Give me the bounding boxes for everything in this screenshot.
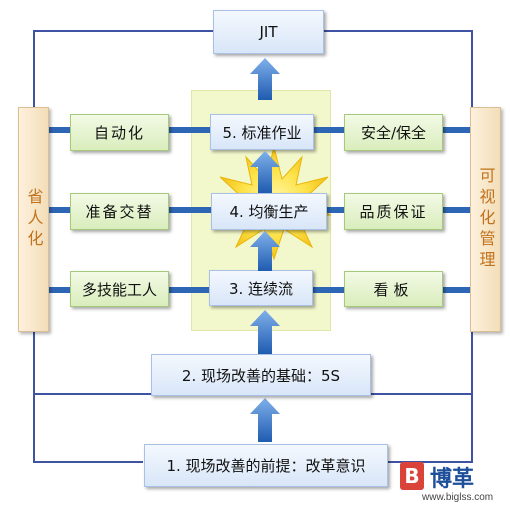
left-box-label: 准备交替 [85,203,154,221]
logo-name: 博革 [430,467,475,492]
jit-box: JIT [213,10,324,54]
right-pillar-label: 可视化管理 [476,167,496,272]
left-pillar-label: 省人化 [24,188,44,251]
frame-bottom-left-line [33,461,143,463]
right-pillar: 可视化管理 [470,107,501,332]
base-box-label: 2. 现场改善的基础：5S [181,366,341,385]
center-box-continuous-flow: 3. 连续流 [209,270,313,306]
frame-mid-right-line [370,393,473,395]
arrow-up-icon [250,58,280,100]
center-box-standard-work: 5. 标准作业 [210,114,314,150]
frame-mid-left-line [33,393,151,395]
right-box-label: 安全/保全 [360,124,427,142]
center-box-leveling: 4. 均衡生产 [211,193,327,230]
left-box-label: 自动化 [93,124,145,142]
base-box-awareness: 1. 现场改善的前提：改革意识 [144,444,388,487]
left-box-label: 多技能工人 [81,280,157,299]
right-box-quality: 品质保证 [344,193,443,230]
right-box-kanban: 看板 [344,271,443,307]
arrow-up-icon [250,231,280,271]
left-box-multiskill: 多技能工人 [70,271,169,307]
logo-url: www.biglss.com [422,492,494,503]
frame-bottom-right-line [388,461,473,463]
right-box-label: 品质保证 [359,203,428,221]
logo: B 博革 www.biglss.com [398,459,506,505]
arrow-up-icon [250,151,280,193]
left-box-autonomation: 自动化 [70,114,169,151]
base-box-label: 1. 现场改善的前提：改革意识 [166,457,366,475]
center-box-label: 5. 标准作业 [222,123,302,142]
left-box-changeover: 准备交替 [70,193,169,230]
right-box-label: 看板 [373,280,414,299]
arrow-up-icon [250,310,280,354]
center-box-label: 3. 连续流 [228,279,294,298]
arrow-up-icon [250,398,280,442]
center-box-label: 4. 均衡生产 [229,203,309,221]
left-pillar: 省人化 [18,107,49,332]
base-box-5s: 2. 现场改善的基础：5S [151,354,371,396]
logo-mark-icon: B [400,462,424,490]
right-box-safety: 安全/保全 [344,114,443,151]
jit-label: JIT [259,23,278,41]
